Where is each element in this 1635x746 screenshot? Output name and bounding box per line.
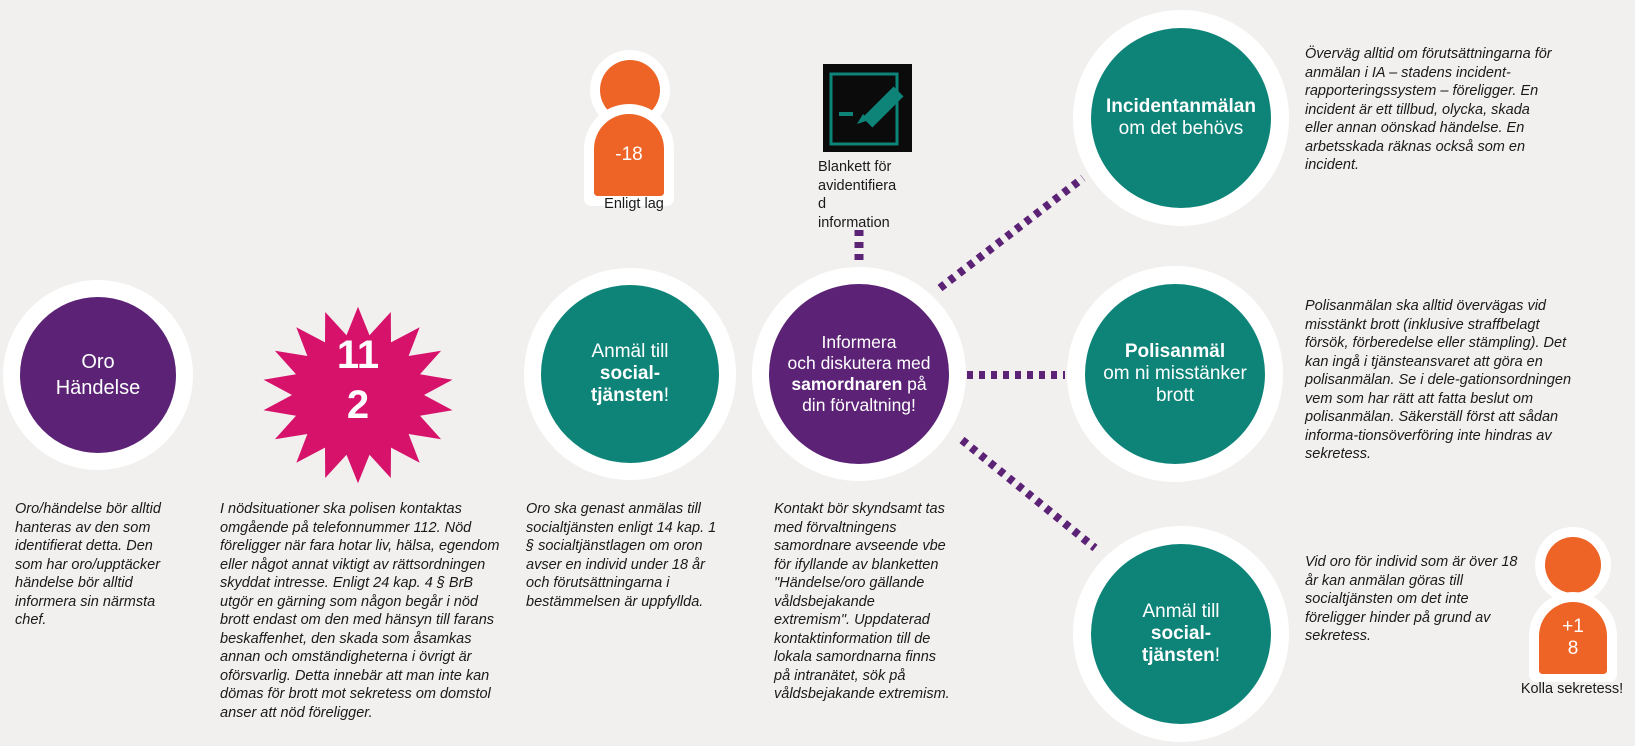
police-ring: Polisanmäl om ni misstänker brott bbox=[1067, 266, 1283, 482]
incident-bold: Incidentanmälan bbox=[1106, 96, 1256, 117]
incident-circle[interactable]: Incidentanmälan om det behövs bbox=[1091, 28, 1271, 208]
incident-ring: Incidentanmälan om det behövs bbox=[1073, 10, 1289, 226]
report-social-line1: Anmäl till bbox=[591, 341, 669, 362]
form-caption-line4: information bbox=[818, 214, 890, 231]
inform-after-bold: på bbox=[902, 374, 927, 394]
form-edit-icon[interactable] bbox=[823, 64, 912, 152]
minor-age-label: -18 bbox=[594, 114, 664, 196]
report-social-suffix: ! bbox=[663, 385, 670, 406]
report-social-line2: social- bbox=[599, 363, 661, 384]
oro-note: Oro/händelse bör alltid hanteras av den … bbox=[15, 501, 161, 628]
oro-circle-ring: Oro Händelse bbox=[3, 280, 193, 470]
report-social-adult-line3: tjänsten bbox=[1141, 645, 1215, 666]
inform-bold: samordnaren bbox=[791, 374, 903, 394]
adult-age-line2: 8 bbox=[1567, 638, 1579, 659]
form-caption-line2: avidentifiera bbox=[818, 177, 897, 194]
emergency-number-line1: 11 bbox=[336, 333, 380, 377]
report-social-adult-line1: Anmäl till bbox=[1142, 601, 1220, 622]
report-social-adult-line2: social- bbox=[1150, 623, 1212, 644]
form-caption: Blankett för avidentifiera d information bbox=[818, 158, 918, 232]
police-line3: brott bbox=[1155, 385, 1195, 406]
inform-ring: Informera och diskutera med samordnaren … bbox=[752, 267, 966, 481]
police-bold: Polisanmäl bbox=[1124, 341, 1226, 362]
report-social-note: Oro ska genast anmälas till socialtjänst… bbox=[526, 501, 717, 610]
inform-line2: och diskutera med bbox=[787, 353, 931, 373]
starburst-shape bbox=[263, 306, 453, 484]
connector-to-social-adult bbox=[959, 436, 1098, 552]
emergency-note: I nödsituationer ska polisen kontaktas o… bbox=[220, 501, 500, 721]
inform-circle[interactable]: Informera och diskutera med samordnaren … bbox=[769, 284, 949, 464]
minor-caption: Enligt lag bbox=[604, 196, 664, 212]
police-note: Polisanmälan ska alltid övervägas vid mi… bbox=[1305, 298, 1572, 462]
emergency-number-line2: 2 bbox=[346, 383, 370, 427]
form-caption-line1: Blankett för bbox=[818, 159, 892, 175]
report-social-adult-ring: Anmäl till social- tjänsten! bbox=[1073, 526, 1289, 742]
oro-label-line2: Händelse bbox=[55, 377, 141, 399]
incident-line2: om det behövs bbox=[1118, 118, 1244, 139]
form-caption-line3: d bbox=[818, 196, 827, 212]
inform-line1: Informera bbox=[821, 332, 897, 352]
adult-caption: Kolla sekretess! bbox=[1520, 681, 1624, 697]
emergency-starburst bbox=[263, 306, 453, 484]
oro-label-line1: Oro bbox=[81, 351, 115, 373]
police-line2: om ni misstänker bbox=[1103, 363, 1247, 384]
oro-circle[interactable]: Oro Händelse bbox=[20, 297, 176, 453]
inform-note: Kontakt bör skyndsamt tas med förvaltnin… bbox=[774, 501, 950, 702]
incident-note: Överväg alltid om förutsättningarna för … bbox=[1305, 46, 1552, 173]
adult-age-line1: +1 bbox=[1562, 616, 1584, 637]
report-social-adult-suffix: ! bbox=[1214, 645, 1221, 666]
report-social-circle[interactable]: Anmäl till social- tjänsten! bbox=[541, 285, 719, 463]
report-social-adult-circle[interactable]: Anmäl till social- tjänsten! bbox=[1091, 544, 1271, 724]
adult-note: Vid oro för individ som är över 18 år ka… bbox=[1305, 554, 1518, 644]
inform-line4: din förvaltning! bbox=[802, 395, 916, 415]
emergency-number: 11 2 bbox=[308, 330, 408, 430]
police-circle[interactable]: Polisanmäl om ni misstänker brott bbox=[1085, 284, 1265, 464]
report-social-line3: tjänsten bbox=[590, 385, 664, 406]
report-social-ring: Anmäl till social- tjänsten! bbox=[524, 268, 736, 480]
connector-to-incident bbox=[937, 174, 1086, 292]
